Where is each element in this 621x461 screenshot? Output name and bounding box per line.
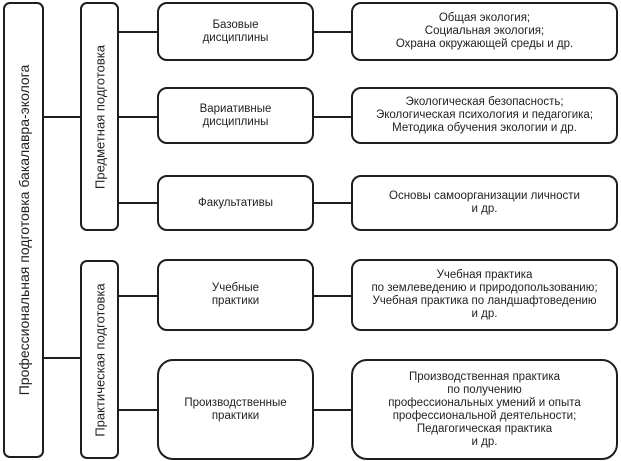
branch-label: Предметная подготовка: [92, 44, 107, 189]
connector: [43, 116, 81, 118]
details-educational-practices: Учебная практика по землеведению и приро…: [351, 259, 618, 331]
connector: [118, 202, 158, 204]
branch-practical-training: Практическая подготовка: [80, 260, 119, 459]
connector: [43, 357, 81, 359]
connector: [312, 31, 352, 33]
root-label: Профессиональная подготовка бакалавра-эк…: [15, 64, 32, 396]
connector: [312, 116, 352, 118]
node-basic-disciplines: Базовые дисциплины: [157, 2, 314, 61]
connector: [312, 202, 352, 204]
connector: [312, 295, 352, 297]
connector: [118, 116, 158, 118]
node-electives: Факультативы: [157, 175, 314, 231]
connector: [118, 295, 158, 297]
connector: [118, 409, 158, 411]
node-variable-disciplines: Вариативные дисциплины: [157, 87, 314, 144]
branch-label: Практическая подготовка: [92, 282, 107, 437]
node-industrial-practices: Производственные практики: [157, 359, 314, 460]
details-basic-disciplines: Общая экология; Социальная экология; Охр…: [351, 2, 618, 61]
branch-subject-training: Предметная подготовка: [80, 2, 119, 231]
node-educational-practices: Учебные практики: [157, 259, 314, 331]
connector: [118, 31, 158, 33]
details-electives: Основы самоорганизации личности и др.: [351, 175, 618, 231]
connector: [312, 409, 352, 411]
root-node: Профессиональная подготовка бакалавра-эк…: [3, 2, 44, 458]
details-industrial-practices: Производственная практика по получению п…: [351, 359, 618, 460]
details-variable-disciplines: Экологическая безопасность; Экологическа…: [351, 87, 618, 144]
